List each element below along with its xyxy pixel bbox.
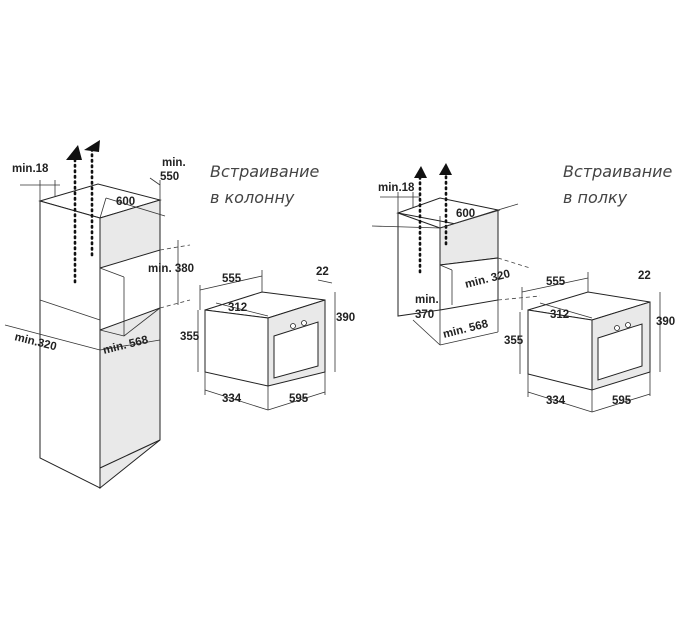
oven-right-door-window <box>597 323 643 381</box>
oven-left-390: 390 <box>336 312 355 324</box>
label-right-min568: min. 568 <box>442 318 490 341</box>
left-title-line1: Встраивание <box>210 162 320 181</box>
shelf-installation: Встраивание в полку <box>371 162 675 413</box>
oven-left-22: 22 <box>316 266 329 278</box>
left-title-line2: в колонну <box>210 188 295 207</box>
label-right-min370-b: 370 <box>415 309 434 321</box>
oven-left-355: 355 <box>180 331 200 343</box>
oven-right-knob-1-icon <box>614 325 620 331</box>
oven-right-595: 595 <box>612 395 632 407</box>
oven-left: 555 22 312 390 355 334 595 <box>180 266 355 411</box>
right-title-line2: в полку <box>563 188 628 207</box>
oven-door-window <box>273 321 319 379</box>
oven-knob-2-icon <box>301 320 307 326</box>
vent-arrow-1-icon <box>66 145 82 160</box>
vent-arrow-4-icon <box>439 163 452 175</box>
right-title-line1: Встраивание <box>563 162 673 181</box>
label-right-min18: min.18 <box>378 182 415 194</box>
oven-right-knob-2-icon <box>625 322 631 328</box>
label-right-width600: 600 <box>456 208 475 220</box>
label-right-min370-a: min. <box>415 294 439 306</box>
oven-right-side <box>527 309 593 391</box>
shelf-cabinet: min.18 600 min. 320 min. 370 min. 568 <box>371 163 541 346</box>
oven-right-334: 334 <box>546 395 566 407</box>
oven-left-334: 334 <box>222 393 242 405</box>
oven-left-depth555: 555 <box>222 273 242 285</box>
oven-side <box>204 309 269 387</box>
vent-arrow-2-icon <box>84 140 100 152</box>
label-min18: min.18 <box>12 163 49 175</box>
vent-arrow-3-icon <box>414 166 427 178</box>
oven-left-312: 312 <box>228 302 247 314</box>
oven-right-355: 355 <box>504 335 524 347</box>
label-width600: 600 <box>116 196 135 208</box>
label-min380: min. 380 <box>148 263 194 275</box>
label-min550-b: 550 <box>160 171 179 183</box>
oven-right: 555 22 312 390 355 334 595 <box>504 270 675 413</box>
column-installation: Встраивание в колонну <box>4 140 355 490</box>
oven-left-595: 595 <box>289 393 309 405</box>
label-min550-a: min. <box>162 157 186 169</box>
tall-cabinet: min.18 min. 550 600 min. 380 min. 568 mi… <box>4 140 194 490</box>
oven-right-depth555: 555 <box>546 276 566 288</box>
oven-right-390: 390 <box>656 316 675 328</box>
oven-right-312: 312 <box>550 309 569 321</box>
oven-knob-1-icon <box>290 323 296 329</box>
oven-right-22: 22 <box>638 270 651 282</box>
